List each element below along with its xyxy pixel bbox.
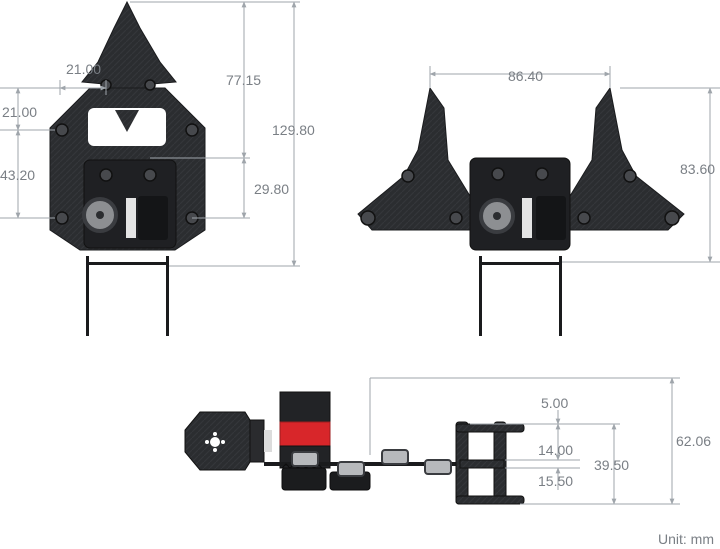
side-dimensions: [369, 377, 680, 505]
dim-side-top-gap: 5.00: [541, 395, 568, 411]
side-view: [184, 391, 525, 505]
unit-label: Unit: mm: [658, 531, 714, 547]
dim-front-total-height: 129.80: [272, 122, 315, 138]
side-dimension-labels: 5.00 14.00 15.50 39.50 62.06: [538, 395, 711, 489]
dim-open-height: 83.60: [680, 161, 715, 177]
dim-side-mid-gap: 14.00: [538, 442, 573, 458]
front-leg-bar: [86, 262, 169, 265]
dim-front-left-upper: 21.00: [2, 104, 37, 120]
open-right-jaw: [569, 86, 685, 231]
front-dimension-labels: 21.00 21.00 43.20 77.15 29.80 129.80: [0, 61, 315, 197]
dim-front-left-lower: 43.20: [0, 167, 35, 183]
front-left-leg: [86, 256, 89, 336]
open-dimension-labels: 86.40 83.60: [508, 68, 715, 177]
front-bolts: [55, 79, 199, 225]
side-servo-red-band: [279, 421, 331, 447]
front-right-leg: [166, 256, 169, 336]
open-view: [357, 86, 685, 336]
dim-front-top-width: 21.00: [66, 61, 101, 77]
front-servo-connector: [126, 198, 136, 238]
dim-open-jaw-width: 86.40: [508, 68, 543, 84]
front-dimensions: [0, 1, 300, 267]
side-finger-bracket: [455, 421, 525, 505]
open-left-jaw: [357, 86, 471, 231]
dim-front-upper-height: 77.15: [226, 72, 261, 88]
open-bolts: [360, 167, 680, 226]
front-view: [49, 0, 206, 336]
open-dimensions: [429, 66, 720, 263]
open-right-leg: [559, 256, 562, 336]
dim-side-total-height: 62.06: [676, 433, 711, 449]
side-servo-top: [279, 391, 331, 423]
dim-front-lower-height: 29.80: [254, 181, 289, 197]
dim-side-lower-gap: 15.50: [538, 473, 573, 489]
side-bearings: [291, 449, 452, 477]
dim-side-bracket-height: 39.50: [594, 457, 629, 473]
open-left-leg: [479, 256, 482, 336]
